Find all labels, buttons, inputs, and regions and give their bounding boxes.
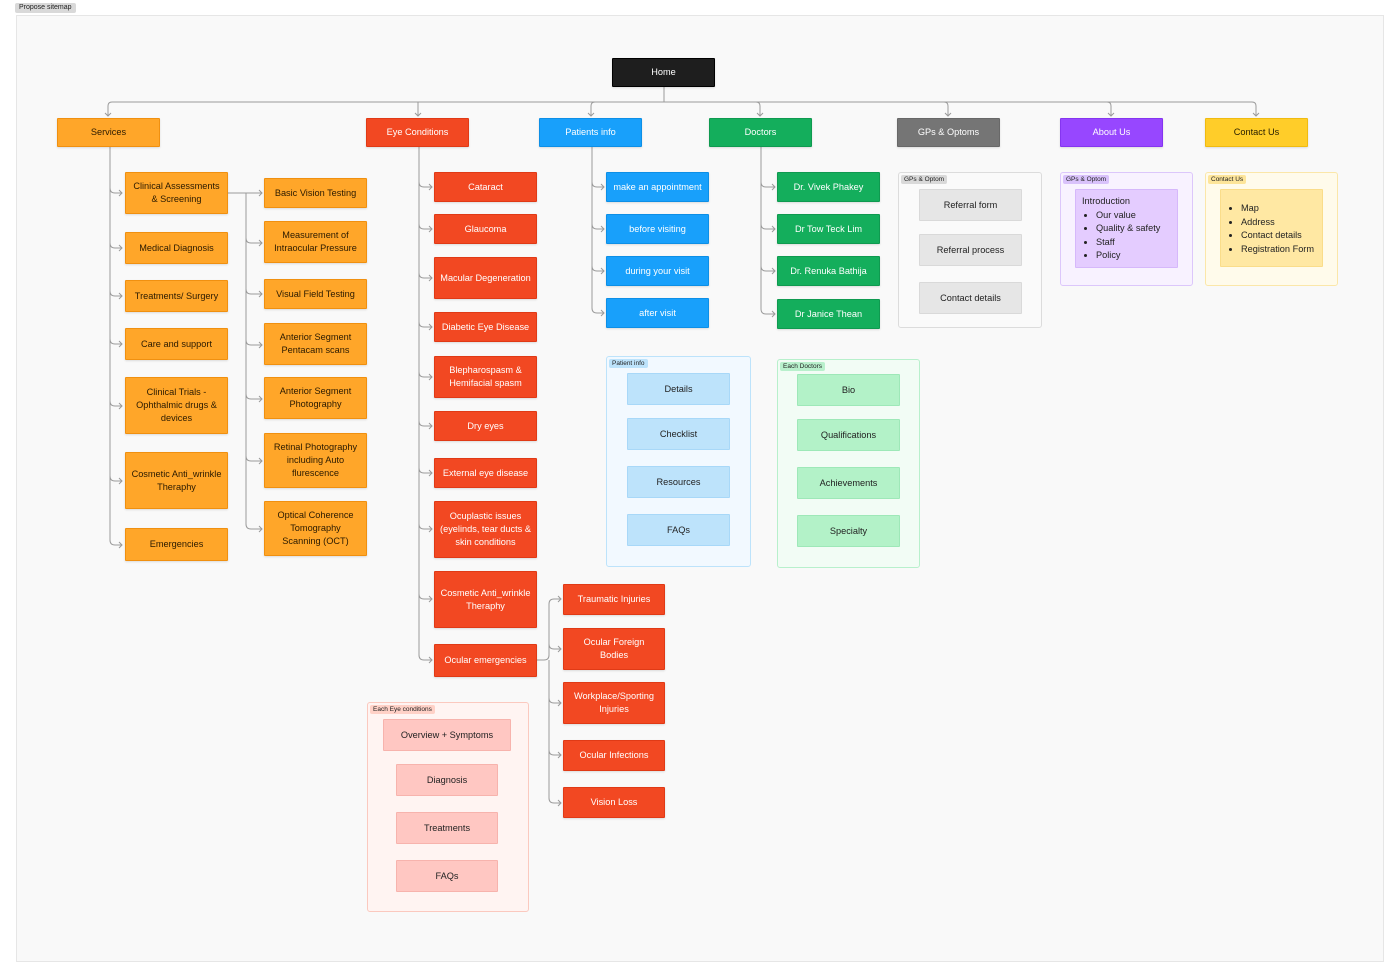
emergency-item[interactable]: Ocular Infections [563,740,665,771]
assessment-item[interactable]: Optical Coherence Tomography Scanning (O… [264,501,367,556]
contact-list: Map Address Contact details Registration… [1227,202,1316,256]
eye-page-section[interactable]: Treatments [396,812,498,844]
about-note: Introduction Our value Quality & safety … [1075,189,1178,268]
patients-info-item[interactable]: before visiting [606,214,709,244]
gps-section[interactable]: Referral process [919,234,1022,266]
emergency-item[interactable]: Traumatic Injuries [563,584,665,615]
patients-info-item[interactable]: after visit [606,298,709,328]
patients-info-item[interactable]: during your visit [606,256,709,286]
doctor-item[interactable]: Dr. Renuka Bathija [777,256,880,286]
assessment-item[interactable]: Anterior Segment Pentacam scans [264,323,367,365]
section-contact-us[interactable]: Contact Us [1205,118,1308,147]
gps-section[interactable]: Referral form [919,189,1022,221]
contact-list-item[interactable]: Map [1241,202,1316,216]
section-patients-info[interactable]: Patients info [539,118,642,147]
about-list-item[interactable]: Our value [1096,209,1171,223]
group-tag: GPs & Optom [901,175,948,184]
assessment-item[interactable]: Measurement of Intraocular Pressure [264,221,367,263]
services-item[interactable]: Medical Diagnosis [125,232,228,264]
group-tag: Each Doctors [780,362,826,371]
eye-condition-item[interactable]: Ocular emergencies [434,644,537,677]
services-item[interactable]: Care and support [125,328,228,360]
doctor-item[interactable]: Dr Tow Teck Lim [777,214,880,244]
section-doctors[interactable]: Doctors [709,118,812,147]
eye-condition-item[interactable]: Dry eyes [434,411,537,441]
about-list-item[interactable]: Policy [1096,249,1171,263]
doctor-page-section[interactable]: Bio [797,374,900,406]
patients-info-item[interactable]: make an appointment [606,172,709,202]
section-services[interactable]: Services [57,118,160,147]
emergency-item[interactable]: Ocular Foreign Bodies [563,628,665,670]
doctor-page-section[interactable]: Specialty [797,515,900,547]
gps-section[interactable]: Contact details [919,282,1022,314]
services-item[interactable]: Cosmetic Anti_wrinkle Theraphy [125,452,228,509]
section-eye-conditions[interactable]: Eye Conditions [366,118,469,147]
contact-list-item[interactable]: Address [1241,216,1316,230]
section-about-us[interactable]: About Us [1060,118,1163,147]
home-node[interactable]: Home [612,58,715,87]
patient-info-section[interactable]: FAQs [627,514,730,546]
assessment-item[interactable]: Basic Vision Testing [264,178,367,208]
eye-page-section[interactable]: Overview + Symptoms [383,719,511,751]
services-item[interactable]: Clinical Assessments & Screening [125,172,228,214]
services-item[interactable]: Emergencies [125,528,228,561]
eye-condition-item[interactable]: Diabetic Eye Disease [434,312,537,342]
eye-condition-item[interactable]: External eye disease [434,458,537,488]
patient-info-section[interactable]: Resources [627,466,730,498]
emergency-item[interactable]: Workplace/Sporting Injuries [563,682,665,724]
frame-label: Propose sitemap [15,3,76,13]
assessment-item[interactable]: Visual Field Testing [264,279,367,309]
eye-condition-item[interactable]: Cosmetic Anti_wrinkle Theraphy [434,571,537,628]
eye-page-section[interactable]: FAQs [396,860,498,892]
group-tag: Contact Us [1208,175,1247,184]
eye-condition-item[interactable]: Blepharospasm & Hemifacial spasm [434,356,537,398]
emergency-item[interactable]: Vision Loss [563,787,665,818]
eye-condition-item[interactable]: Cataract [434,172,537,202]
services-item[interactable]: Treatments/ Surgery [125,280,228,312]
about-heading: Introduction [1082,196,1131,206]
eye-condition-item[interactable]: Ocuplastic issues (eyelinds, tear ducts … [434,501,537,558]
doctor-item[interactable]: Dr. Vivek Phakey [777,172,880,202]
section-gps-optoms[interactable]: GPs & Optoms [897,118,1000,147]
services-item[interactable]: Clinical Trials - Ophthalmic drugs & dev… [125,377,228,434]
about-list-item[interactable]: Quality & safety [1096,222,1171,236]
group-tag: Patient info [609,359,648,368]
assessment-item[interactable]: Retinal Photography including Auto flure… [264,433,367,488]
doctor-page-section[interactable]: Achievements [797,467,900,499]
group-tag: GPs & Optom [1063,175,1110,184]
doctor-page-section[interactable]: Qualifications [797,419,900,451]
contact-note: Map Address Contact details Registration… [1220,189,1323,267]
about-list-item[interactable]: Staff [1096,236,1171,250]
about-list: Our value Quality & safety Staff Policy [1082,209,1171,263]
group-tag: Each Eye conditions [370,705,435,714]
patient-info-section[interactable]: Checklist [627,418,730,450]
eye-page-section[interactable]: Diagnosis [396,764,498,796]
contact-list-item[interactable]: Registration Form [1241,243,1316,257]
eye-condition-item[interactable]: Glaucoma [434,214,537,244]
doctor-item[interactable]: Dr Janice Thean [777,299,880,329]
patient-info-section[interactable]: Details [627,373,730,405]
contact-list-item[interactable]: Contact details [1241,229,1316,243]
eye-condition-item[interactable]: Macular Degeneration [434,257,537,299]
assessment-item[interactable]: Anterior Segment Photography [264,377,367,419]
